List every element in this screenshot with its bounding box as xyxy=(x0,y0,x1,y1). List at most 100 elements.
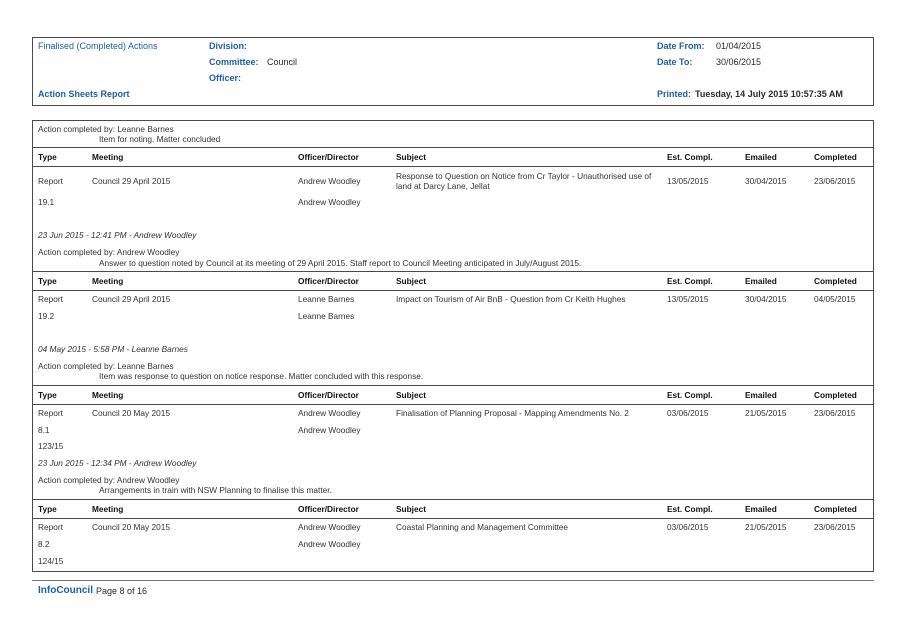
col-officer: Officer/Director xyxy=(298,390,359,400)
printed-value: Tuesday, 14 July 2015 10:57:35 AM xyxy=(695,89,843,99)
divider xyxy=(33,518,873,519)
date-from-value: 01/04/2015 xyxy=(716,41,762,51)
record-note: Answer to question noted by Council at i… xyxy=(99,258,582,268)
record-est: 03/06/2015 xyxy=(667,408,709,418)
intro-completed-by: Action completed by: Leanne Barnes xyxy=(38,124,174,134)
record-officer: Leanne Barnes xyxy=(298,294,355,304)
division-label: Division: xyxy=(209,41,248,51)
record-item: 8.1 xyxy=(38,425,50,435)
record-subject: Finalisation of Planning Proposal - Mapp… xyxy=(396,408,629,418)
col-officer: Officer/Director xyxy=(298,276,359,286)
col-completed: Completed xyxy=(814,504,857,514)
col-emailed: Emailed xyxy=(745,276,777,286)
record-emailed: 21/05/2015 xyxy=(745,408,787,418)
col-meeting: Meeting xyxy=(92,504,124,514)
col-emailed: Emailed xyxy=(745,390,777,400)
record-completed-by: Action completed by: Andrew Woodley xyxy=(38,247,180,257)
record-meeting: Council 20 May 2015 xyxy=(92,522,170,532)
record-subject: Coastal Planning and Management Committe… xyxy=(396,522,569,532)
col-emailed: Emailed xyxy=(745,504,777,514)
record-officer-2: Leanne Barnes xyxy=(298,311,355,321)
col-completed: Completed xyxy=(814,390,857,400)
record-est: 13/05/2015 xyxy=(667,176,709,186)
printed-label: Printed: xyxy=(657,89,692,99)
record-type: Report xyxy=(38,522,63,532)
col-type: Type xyxy=(38,152,57,162)
record-completed: 23/06/2015 xyxy=(814,522,856,532)
record-meeting: Council 29 April 2015 xyxy=(92,294,171,304)
officer-label: Officer: xyxy=(209,73,242,83)
record-est: 03/06/2015 xyxy=(667,522,709,532)
record-meeting: Council 20 May 2015 xyxy=(92,408,170,418)
record-ref: 123/15 xyxy=(38,441,64,451)
footer-brand: InfoCouncil xyxy=(38,585,93,596)
divider xyxy=(33,404,873,405)
col-meeting: Meeting xyxy=(92,152,124,162)
date-from-label: Date From: xyxy=(657,41,705,51)
record-meeting: Council 29 April 2015 xyxy=(92,176,171,186)
col-type: Type xyxy=(38,504,57,514)
col-type: Type xyxy=(38,276,57,286)
col-meeting: Meeting xyxy=(92,390,124,400)
record-note: Arrangements in train with NSW Planning … xyxy=(99,485,332,495)
date-to-label: Date To: xyxy=(657,57,693,67)
col-est: Est. Compl. xyxy=(667,152,713,162)
record-type: Report xyxy=(38,294,63,304)
committee-label: Committee: xyxy=(209,57,259,67)
col-subject: Subject xyxy=(396,390,426,400)
intro-note: Item for noting. Matter concluded xyxy=(99,134,221,144)
col-officer: Officer/Director xyxy=(298,152,359,162)
record-completed-by: Action completed by: Andrew Woodley xyxy=(38,475,180,485)
col-est: Est. Compl. xyxy=(667,276,713,286)
record-emailed: 30/04/2015 xyxy=(745,176,787,186)
record-log: 23 Jun 2015 - 12:41 PM - Andrew Woodley xyxy=(38,230,197,240)
record-item: 19.2 xyxy=(38,311,55,321)
divider xyxy=(33,147,873,148)
record-completed: 23/06/2015 xyxy=(814,408,856,418)
col-est: Est. Compl. xyxy=(667,390,713,400)
col-completed: Completed xyxy=(814,276,857,286)
record-completed: 04/05/2015 xyxy=(814,294,856,304)
col-completed: Completed xyxy=(814,152,857,162)
report-title: Action Sheets Report xyxy=(38,89,130,99)
record-subject: Response to Question on Notice from Cr T… xyxy=(396,171,652,181)
record-officer-2: Andrew Woodley xyxy=(298,425,361,435)
divider xyxy=(33,290,873,291)
record-type: Report xyxy=(38,408,63,418)
record-item: 19.1 xyxy=(38,197,55,207)
report-header: Finalised (Completed) Actions Division: … xyxy=(32,37,874,106)
divider xyxy=(33,385,873,386)
record-emailed: 21/05/2015 xyxy=(745,522,787,532)
record-officer: Andrew Woodley xyxy=(298,522,361,532)
actions-table: Action completed by: Leanne Barnes Item … xyxy=(32,120,874,572)
record-type: Report xyxy=(38,176,63,186)
date-to-value: 30/06/2015 xyxy=(716,57,762,67)
col-meeting: Meeting xyxy=(92,276,124,286)
footer-divider xyxy=(32,580,874,581)
record-subject-cont: land at Darcy Lane, Jellat xyxy=(396,181,490,191)
col-subject: Subject xyxy=(396,276,426,286)
col-emailed: Emailed xyxy=(745,152,777,162)
record-est: 13/05/2015 xyxy=(667,294,709,304)
col-est: Est. Compl. xyxy=(667,504,713,514)
footer-page: Page 8 of 16 xyxy=(96,586,148,596)
record-officer-2: Andrew Woodley xyxy=(298,197,361,207)
col-officer: Officer/Director xyxy=(298,504,359,514)
record-note: Item was response to question on notice … xyxy=(99,371,424,381)
col-subject: Subject xyxy=(396,504,426,514)
record-officer-2: Andrew Woodley xyxy=(298,539,361,549)
divider xyxy=(33,166,873,167)
record-completed: 23/06/2015 xyxy=(814,176,856,186)
record-item: 8.2 xyxy=(38,539,50,549)
divider xyxy=(33,271,873,272)
col-subject: Subject xyxy=(396,152,426,162)
record-ref: 124/15 xyxy=(38,556,64,566)
col-type: Type xyxy=(38,390,57,400)
record-emailed: 30/04/2015 xyxy=(745,294,787,304)
record-completed-by: Action completed by: Leanne Barnes xyxy=(38,361,174,371)
report-type: Finalised (Completed) Actions xyxy=(38,41,158,51)
record-subject: Impact on Tourism of Air BnB - Question … xyxy=(396,294,626,304)
record-officer: Andrew Woodley xyxy=(298,408,361,418)
committee-value: Council xyxy=(267,57,298,67)
record-log: 04 May 2015 - 5:58 PM - Leanne Barnes xyxy=(38,344,188,354)
